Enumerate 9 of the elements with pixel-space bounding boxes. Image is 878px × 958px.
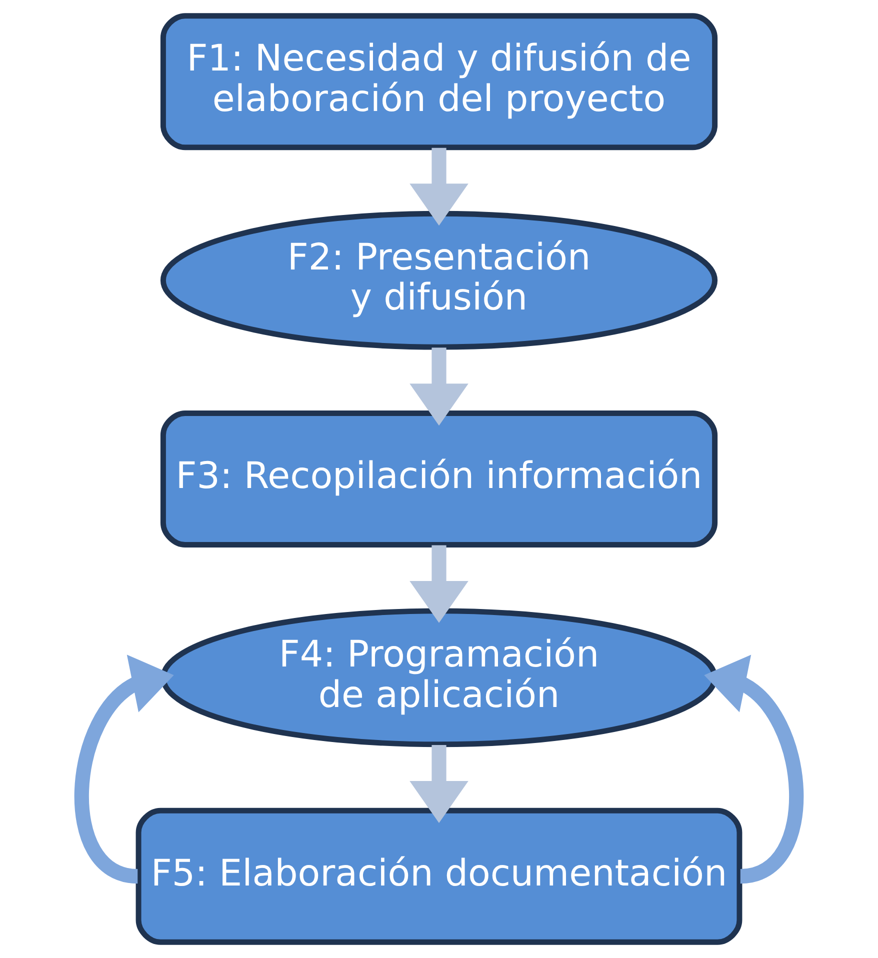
arrow (410, 744, 468, 823)
arrow (410, 148, 468, 226)
arrow (410, 545, 468, 623)
node-box: F3: Recopilación información (160, 410, 718, 548)
arrow (410, 348, 468, 426)
node-box: F1: Necesidad y difusión de elaboración del proyecto (160, 13, 718, 150)
node-ellipse: F4: Programación de aplicación (160, 608, 718, 748)
node-box: F5: Elaboración documentación (136, 808, 742, 945)
node-ellipse: F2: Presentación y difusión (160, 210, 718, 350)
